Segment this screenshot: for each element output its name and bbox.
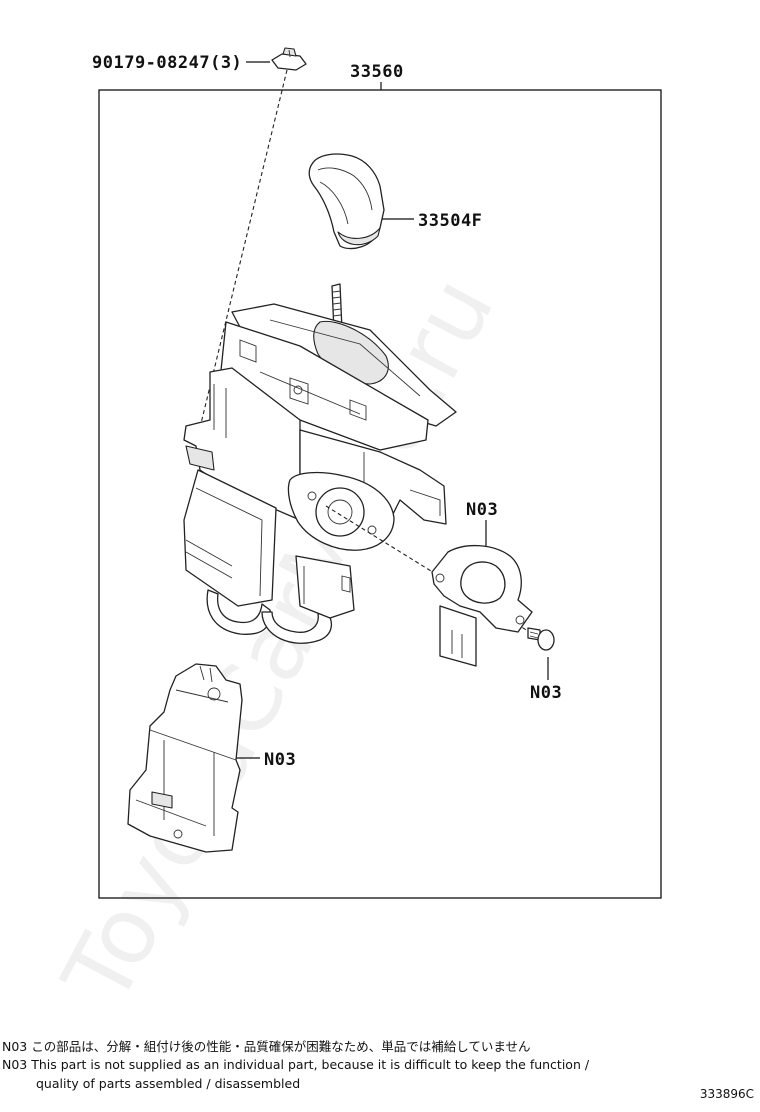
- callout-clip[interactable]: 90179-08247(3): [92, 53, 242, 73]
- callout-screw[interactable]: N03: [530, 683, 562, 703]
- callout-sensor[interactable]: N03: [466, 500, 498, 520]
- screw-part: [527, 627, 555, 651]
- callout-lock-unit[interactable]: N03: [264, 750, 296, 770]
- shift-knob: [308, 153, 385, 250]
- footnote-japanese: N03 この部品は、分解・組付け後の性能・品質確保が困難なため、単品では補給して…: [2, 1039, 531, 1054]
- shift-lever-body: [183, 283, 457, 644]
- shift-lock-unit: [127, 663, 243, 853]
- assembly-frame: [98, 89, 662, 899]
- clip-guide-line: [195, 69, 288, 445]
- footnote-english-line2: quality of parts assembled / disassemble…: [36, 1076, 301, 1091]
- footnote-english-line1: N03 This part is not supplied as an indi…: [2, 1057, 590, 1072]
- callout-assembly[interactable]: 33560: [350, 62, 404, 82]
- position-sensor: [431, 544, 533, 667]
- diagram-code: 333896C: [699, 1087, 754, 1101]
- clip-part: [271, 47, 307, 71]
- callout-knob[interactable]: 33504F: [418, 211, 482, 231]
